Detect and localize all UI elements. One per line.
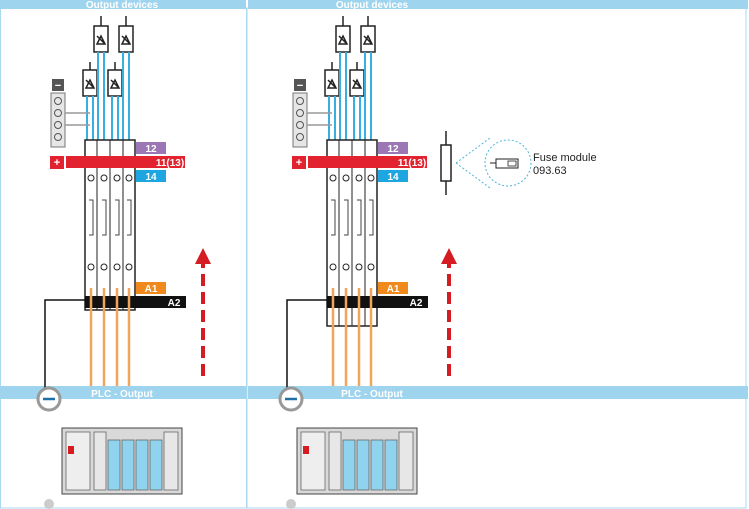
orange-wires (89, 288, 131, 386)
minus-terminal-icon (52, 79, 64, 91)
plus-terminal-icon (50, 156, 64, 169)
terminal-a2-bar (327, 296, 428, 308)
minus-label: − (297, 80, 303, 92)
terminal-12-tag (136, 142, 166, 154)
terminal-11-label: 11(13) (156, 158, 184, 169)
output-device-icon (335, 16, 351, 53)
fuse-module-callout (484, 139, 532, 187)
orange-wires (331, 288, 373, 386)
header-plc-output-right: PLC - Output (341, 389, 403, 400)
terminal-11-label: 11(13) (398, 158, 426, 169)
fuse-module-label: Fuse module (533, 152, 597, 164)
terminal-a1-tag (136, 282, 166, 294)
relay-panel-right: − 12 11(13) 14 + A1 A2 (278, 16, 597, 509)
header-plc-output-left: PLC - Output (91, 389, 153, 400)
relay-modules (84, 139, 136, 311)
terminal-a2-bar (85, 296, 186, 308)
output-device-icon (93, 16, 109, 53)
fuse-module-code: 093.63 (533, 165, 567, 177)
plus-terminal-icon (292, 156, 306, 169)
plc-device-icon (296, 427, 418, 495)
output-device-icon (324, 62, 340, 97)
output-device-icon (82, 62, 98, 97)
relay-panel-left: − 12 11(13) 14 + A1 (36, 16, 211, 509)
header-output-devices-right: Output devices (336, 0, 409, 11)
terminal-14-label: 14 (387, 172, 399, 183)
terminal-a2-label: A2 (410, 298, 423, 309)
header-output-devices-left: Output devices (86, 0, 159, 11)
plus-label: + (296, 157, 302, 169)
terminal-a1-label: A1 (387, 284, 400, 295)
terminal-12-label: 12 (387, 144, 399, 155)
terminal-14-label: 14 (145, 172, 157, 183)
bus-bar: − (292, 79, 332, 148)
output-device-icon (349, 62, 365, 97)
plus-label: + (54, 157, 60, 169)
terminal-14-tag (378, 170, 408, 182)
terminal-11-bar (308, 156, 427, 168)
header-bar-left (0, 0, 246, 9)
output-device-icon (107, 62, 123, 97)
output-device-icon (118, 16, 134, 53)
plc-bar-right (248, 386, 748, 399)
terminal-a1-tag (378, 282, 408, 294)
minus-label: − (55, 80, 61, 92)
plc-device-icon (61, 427, 183, 495)
terminal-a2-label: A2 (168, 298, 181, 309)
plc-bar-left (0, 386, 246, 399)
terminal-14-tag (136, 170, 166, 182)
terminal-12-tag (378, 142, 408, 154)
return-wire (44, 299, 85, 400)
fuse-symbol-icon (440, 131, 491, 195)
blue-wires (86, 52, 130, 150)
terminal-11-bar (66, 156, 185, 168)
terminal-a1-label: A1 (145, 284, 158, 295)
blue-wires (328, 52, 372, 150)
minus-terminal-icon (294, 79, 306, 91)
output-device-icon (360, 16, 376, 53)
terminal-12-label: 12 (145, 144, 157, 155)
relay-modules (326, 139, 378, 327)
return-wire (286, 299, 327, 400)
header-bar-right (248, 0, 748, 9)
bus-bar: − (50, 79, 90, 148)
